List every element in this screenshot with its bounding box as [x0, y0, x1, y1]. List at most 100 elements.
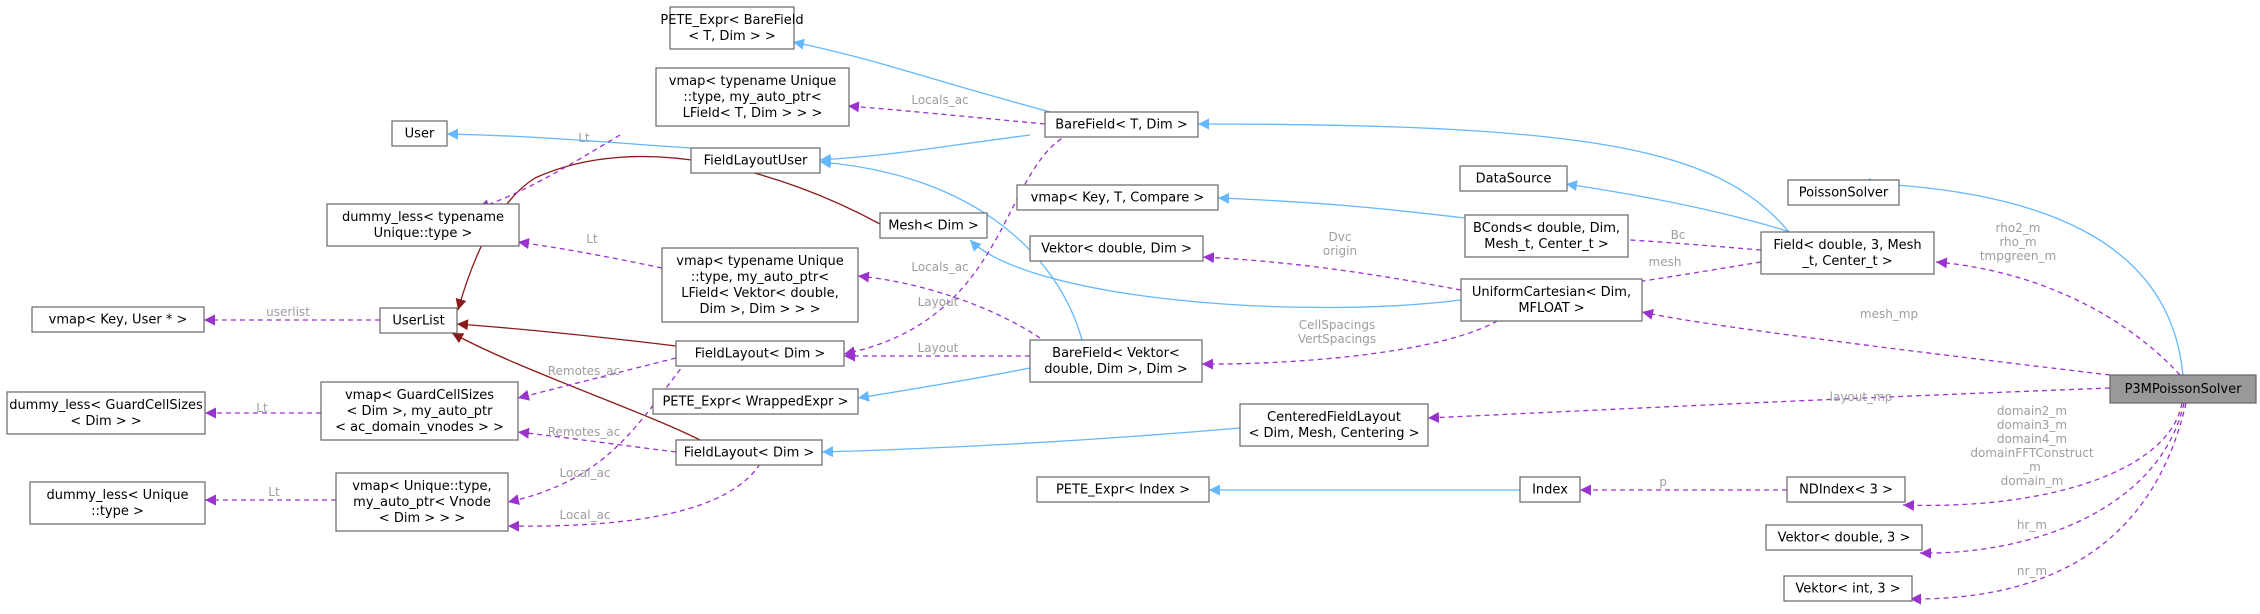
- edge-label-line: tmpgreen_m: [1980, 249, 2056, 263]
- node-label-line: < ac_domain_vnodes > >: [335, 420, 504, 435]
- edges: [204, 38, 2187, 605]
- node-fieldlayout-2[interactable]: FieldLayout< Dim >: [675, 439, 823, 466]
- node-label-line: LField< Vektor< double,: [681, 286, 839, 301]
- node-label-line: MFLOAT >: [1518, 301, 1584, 316]
- edge-bconds-to-vmap-keytc: [1217, 192, 1466, 219]
- node-vmap-lfield[interactable]: vmap< typename Unique::type, my_auto_ptr…: [655, 67, 850, 127]
- node-label: vmap< Key, T, Compare >: [1031, 191, 1205, 206]
- node-vmap-key-t-compare[interactable]: vmap< Key, T, Compare >: [1016, 184, 1219, 211]
- node-vmap-gcs[interactable]: vmap< GuardCellSizes< Dim >, my_auto_ptr…: [320, 381, 519, 441]
- edge-label-remotes-ac-1: Remotes_ac: [548, 364, 621, 378]
- node-bconds[interactable]: BConds< double, Dim,Mesh_t, Center_t >: [1464, 214, 1629, 258]
- edge-label-line: domainFFTConstruct: [1970, 446, 2094, 460]
- node-user[interactable]: User: [391, 120, 448, 147]
- node-label-line: FieldLayoutUser: [704, 154, 808, 169]
- node-label-line: P3MPoissonSolver: [2125, 382, 2243, 397]
- node-label: PoissonSolver: [1799, 186, 1889, 201]
- node-label: UniformCartesian< Dim,MFLOAT >: [1472, 285, 1631, 316]
- edge-barefield-vektor-to-pete-wrapped: [857, 367, 1031, 402]
- edge-label-layout-mp: layout_mp: [1830, 390, 1893, 404]
- node-label-line: dummy_less< Unique: [46, 488, 188, 503]
- node-label-line: Dim >, Dim > > >: [700, 302, 821, 317]
- edge-vmap-lfield-lt: [477, 134, 621, 210]
- edge-barefield-locals-ac: [847, 101, 1046, 125]
- node-label-line: _t, Center_t >: [1801, 254, 1892, 269]
- edge-label-line: Lt: [586, 232, 598, 246]
- node-label: UserList: [392, 314, 444, 329]
- node-vektor-int-3[interactable]: Vektor< int, 3 >: [1783, 575, 1913, 602]
- edge-label-line: Locals_ac: [911, 93, 968, 107]
- node-dummy-less-unique[interactable]: dummy_less< Unique::type >: [29, 481, 206, 525]
- edge-label-line: Local_ac: [559, 508, 610, 522]
- node-pete-expr-barefield[interactable]: PETE_Expr< BareField< T, Dim > >: [660, 6, 804, 50]
- node-fieldlayoutuser[interactable]: FieldLayoutUser: [690, 147, 821, 174]
- edge-label-line: Layout: [918, 295, 959, 309]
- node-mesh[interactable]: Mesh< Dim >: [879, 212, 988, 239]
- node-label-line: NDIndex< 3 >: [1799, 483, 1893, 498]
- edge-label-layout-2: Layout: [918, 341, 959, 355]
- edge-barefield-to-fieldlayoutuser: [819, 134, 1031, 165]
- node-datasource[interactable]: DataSource: [1459, 165, 1568, 192]
- node-label-line: FieldLayout< Dim >: [684, 446, 815, 461]
- edge-field-mesh: [1567, 261, 1762, 296]
- edge-label-line: p: [1659, 475, 1667, 489]
- edge-label-locals-ac-1: Locals_ac: [911, 93, 968, 107]
- node-label-line: < T, Dim > >: [688, 29, 776, 44]
- node-label-line: BareField< Vektor<: [1052, 346, 1180, 361]
- edge-label-layout-1: Layout: [918, 295, 959, 309]
- edge-barefield-vektor-to-fieldlayoutuser: [819, 157, 1083, 341]
- edge-label-line: domain3_m: [1997, 418, 2067, 432]
- node-label: PETE_Expr< BareField< T, Dim > >: [660, 13, 803, 44]
- node-p3mpoissonsolver[interactable]: P3MPoissonSolver: [2109, 374, 2257, 404]
- edge-p3m-layout-mp: [1427, 387, 2111, 423]
- edge-label-line: Remotes_ac: [548, 425, 621, 439]
- node-label: FieldLayout< Dim >: [695, 347, 826, 362]
- node-label-line: UniformCartesian< Dim,: [1472, 285, 1631, 300]
- node-barefield-vektor[interactable]: BareField< Vektor<double, Dim >, Dim >: [1029, 339, 1203, 383]
- node-label: dummy_less< GuardCellSizes< Dim > >: [9, 398, 203, 429]
- node-label: vmap< typename Unique::type, my_auto_ptr…: [669, 74, 837, 121]
- node-label-line: Vektor< int, 3 >: [1795, 582, 1900, 597]
- node-label: P3MPoissonSolver: [2125, 382, 2243, 397]
- node-vektor-double-dim[interactable]: Vektor< double, Dim >: [1029, 235, 1204, 262]
- node-label: Field< double, 3, Mesh_t, Center_t >: [1773, 238, 1921, 269]
- node-label-line: UserList: [392, 314, 444, 329]
- node-pete-expr-index[interactable]: PETE_Expr< Index >: [1036, 476, 1210, 503]
- node-fieldlayout-1[interactable]: FieldLayout< Dim >: [675, 340, 845, 367]
- node-label: CenteredFieldLayout< Dim, Mesh, Centerin…: [1249, 410, 1420, 441]
- node-uniformcartesian[interactable]: UniformCartesian< Dim,MFLOAT >: [1460, 278, 1643, 322]
- edge-label-line: layout_mp: [1830, 390, 1893, 404]
- edge-uniformcart-cellspacings: [1201, 315, 1506, 370]
- nodes: PETE_Expr< BareField< T, Dim > > vmap< t…: [6, 6, 2257, 602]
- edge-label-line: Remotes_ac: [548, 364, 621, 378]
- edge-fieldlayoutuser-to-user: [446, 128, 692, 149]
- node-pete-expr-wrapped[interactable]: PETE_Expr< WrappedExpr >: [652, 388, 859, 415]
- node-vmap-lfield-vektor[interactable]: vmap< typename Unique::type, my_auto_ptr…: [661, 247, 859, 323]
- node-vmap-vnode[interactable]: vmap< Unique::type,my_auto_ptr< Vnode< D…: [335, 472, 509, 532]
- edge-vmap-lfield-vektor-lt: [517, 238, 663, 269]
- node-index[interactable]: Index: [1519, 476, 1581, 503]
- node-poissonsolver[interactable]: PoissonSolver: [1787, 179, 1900, 206]
- edge-label-lt-3: Lt: [256, 401, 268, 415]
- node-vektor-double-3[interactable]: Vektor< double, 3 >: [1765, 524, 1923, 551]
- node-vmap-key-user[interactable]: vmap< Key, User * >: [31, 306, 205, 333]
- node-label-line: PoissonSolver: [1799, 186, 1889, 201]
- edge-label-line: mesh_mp: [1860, 307, 1918, 321]
- node-centeredfieldlayout[interactable]: CenteredFieldLayout< Dim, Mesh, Centerin…: [1239, 403, 1429, 447]
- node-barefield[interactable]: BareField< T, Dim >: [1044, 111, 1199, 138]
- node-label: vmap< Key, User * >: [49, 313, 188, 328]
- node-field[interactable]: Field< double, 3, Mesh_t, Center_t >: [1760, 231, 1935, 275]
- node-userlist[interactable]: UserList: [379, 307, 458, 334]
- node-label: BareField< T, Dim >: [1055, 118, 1188, 133]
- node-label: dummy_less< Unique::type >: [46, 488, 188, 519]
- node-label-line: Vektor< double, 3 >: [1778, 531, 1911, 546]
- node-label-line: CenteredFieldLayout: [1267, 410, 1401, 425]
- node-dummy-less-gcs[interactable]: dummy_less< GuardCellSizes< Dim > >: [6, 391, 206, 435]
- edge-label-locals-ac-2: Locals_ac: [911, 260, 968, 274]
- node-label: vmap< typename Unique::type, my_auto_ptr…: [676, 254, 844, 317]
- node-label-line: Mesh_t, Center_t >: [1484, 237, 1608, 252]
- node-ndindex[interactable]: NDIndex< 3 >: [1786, 476, 1906, 503]
- edge-uniformcart-dvc-origin: [1202, 252, 1462, 291]
